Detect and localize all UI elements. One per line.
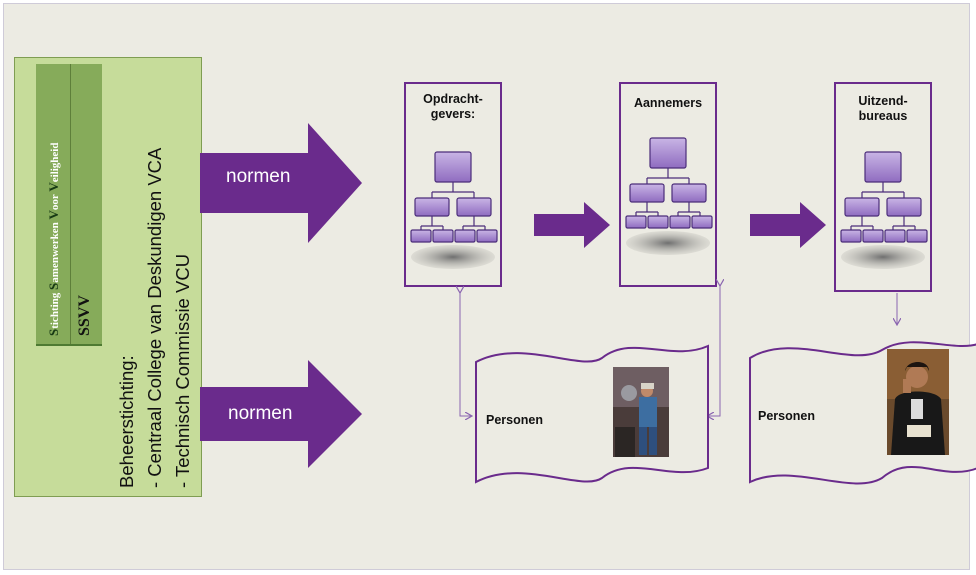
panel-title: Aannemers: [621, 96, 715, 111]
connector-lines: [4, 4, 971, 571]
ssvv-strip: [36, 64, 102, 344]
panel-title-line-1: Uitzend-: [858, 94, 908, 108]
norms-label-top: normen: [226, 166, 291, 187]
norms-arrow-top: [200, 123, 362, 243]
panel-title-line-1: Opdracht-: [423, 92, 483, 106]
businessman-photo: [887, 349, 949, 455]
diagram-slide: Stichting Samenwerken Voor Veiligheid SS…: [3, 3, 976, 571]
ssvv-underline: [36, 344, 102, 346]
org-chart-icon: [625, 137, 713, 255]
worker-photo: [613, 367, 669, 457]
norms-label-bottom: normen: [228, 403, 293, 424]
persons-label-2: Personen: [758, 409, 815, 423]
panel-opdrachtgevers: Opdracht- gevers:: [404, 82, 502, 287]
ssvv-organisation-box: Stichting Samenwerken Voor Veiligheid SS…: [14, 57, 202, 497]
panel-title: Uitzend- bureaus: [836, 94, 930, 124]
norms-arrow-bottom: [200, 360, 362, 468]
flow-arrow-2: [750, 202, 826, 248]
org-chart-icon: [410, 151, 498, 269]
ssvv-divider: [70, 64, 71, 344]
org-chart-icon: [840, 151, 928, 269]
panel-title-line-2: bureaus: [858, 109, 908, 123]
persons-label-1: Personen: [486, 413, 543, 427]
panel-title-line-1: Aannemers: [633, 96, 703, 110]
panel-uitzendbureaus: Uitzend- bureaus: [834, 82, 932, 292]
flow-arrow-1: [534, 202, 610, 248]
panel-title-line-2: gevers:: [430, 107, 476, 121]
panel-title: Opdracht- gevers:: [406, 92, 500, 122]
panel-aannemers: Aannemers: [619, 82, 717, 287]
